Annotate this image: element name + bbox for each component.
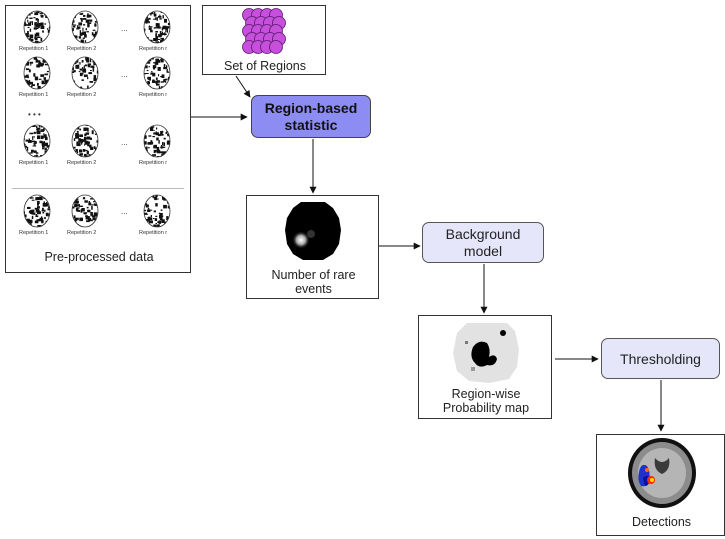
- probability-map-caption: Region-wise Probability map: [442, 387, 530, 415]
- repetition-label: Repetition r: [139, 160, 168, 166]
- probability-map-image: [453, 323, 519, 383]
- repetition-label: Repetition 2: [67, 160, 97, 166]
- thresholding-box: Thresholding: [601, 338, 720, 379]
- stat-line-2: statistic: [284, 116, 338, 133]
- thresholding-label: Thresholding: [620, 350, 701, 367]
- model-line-2: model: [463, 242, 503, 259]
- repetition-thumbnail: [71, 124, 99, 158]
- arrow-regions-to-stat: [235, 75, 251, 98]
- repetition-label: Repetition r: [139, 46, 168, 52]
- region-circle: [269, 40, 283, 54]
- preprocessed-data-panel: Repetition 1 Repetition 2 Repetition r Repe…: [5, 5, 191, 273]
- rare-events-caption: Number of rare events: [271, 268, 356, 296]
- repetition-thumbnail: [143, 194, 171, 228]
- repetition-thumbnail: [23, 56, 51, 90]
- repetition-label: Repetition 2: [67, 92, 97, 98]
- region-based-statistic-box: Region-based statistic: [251, 95, 371, 138]
- ellipsis-row-3: ...: [121, 138, 128, 147]
- probability-map-panel: Region-wise Probability map: [418, 315, 552, 419]
- ellipsis-row-1: ...: [121, 24, 128, 33]
- detections-panel: Detections: [596, 434, 725, 536]
- detections-caption: Detections: [631, 515, 692, 529]
- repetition-thumbnail: [143, 10, 171, 44]
- rare-events-map-image: [285, 202, 341, 260]
- repetition-label: Repetition 1: [19, 230, 49, 236]
- repetition-label: Repetition 2: [67, 230, 97, 236]
- repetition-thumbnail: [143, 56, 171, 90]
- repetition-label: Repetition 1: [19, 160, 49, 166]
- model-line-1: Background: [445, 225, 521, 242]
- repetition-thumbnail: [23, 124, 51, 158]
- panel-divider: [12, 188, 184, 189]
- repetition-label: Repetition 1: [19, 46, 49, 52]
- repetition-label: Repetition 1: [19, 92, 49, 98]
- repetition-thumbnail: [71, 194, 99, 228]
- regions-panel: Set of Regions: [202, 5, 326, 75]
- repetition-thumbnail: [143, 124, 171, 158]
- regions-stack-icon: [242, 8, 286, 54]
- background-model-box: Background model: [422, 222, 544, 263]
- repetition-thumbnail: [71, 56, 99, 90]
- ellipsis-row-4: ...: [121, 207, 128, 216]
- repetition-thumbnail: [71, 10, 99, 44]
- detections-image: [628, 438, 696, 508]
- repetition-label: Repetition 2: [67, 46, 97, 52]
- repetition-label: Repetition r: [139, 92, 168, 98]
- rare-events-panel: Number of rare events: [246, 195, 379, 299]
- preprocessed-caption: Pre-processed data: [44, 250, 154, 264]
- repetition-thumbnail: [23, 194, 51, 228]
- vertical-ellipsis: • • •: [28, 110, 41, 119]
- ellipsis-row-2: ...: [121, 70, 128, 79]
- repetition-label: Repetition r: [139, 230, 168, 236]
- repetition-thumbnail: [23, 10, 51, 44]
- regions-caption: Set of Regions: [224, 59, 306, 73]
- stat-line-1: Region-based: [264, 99, 358, 116]
